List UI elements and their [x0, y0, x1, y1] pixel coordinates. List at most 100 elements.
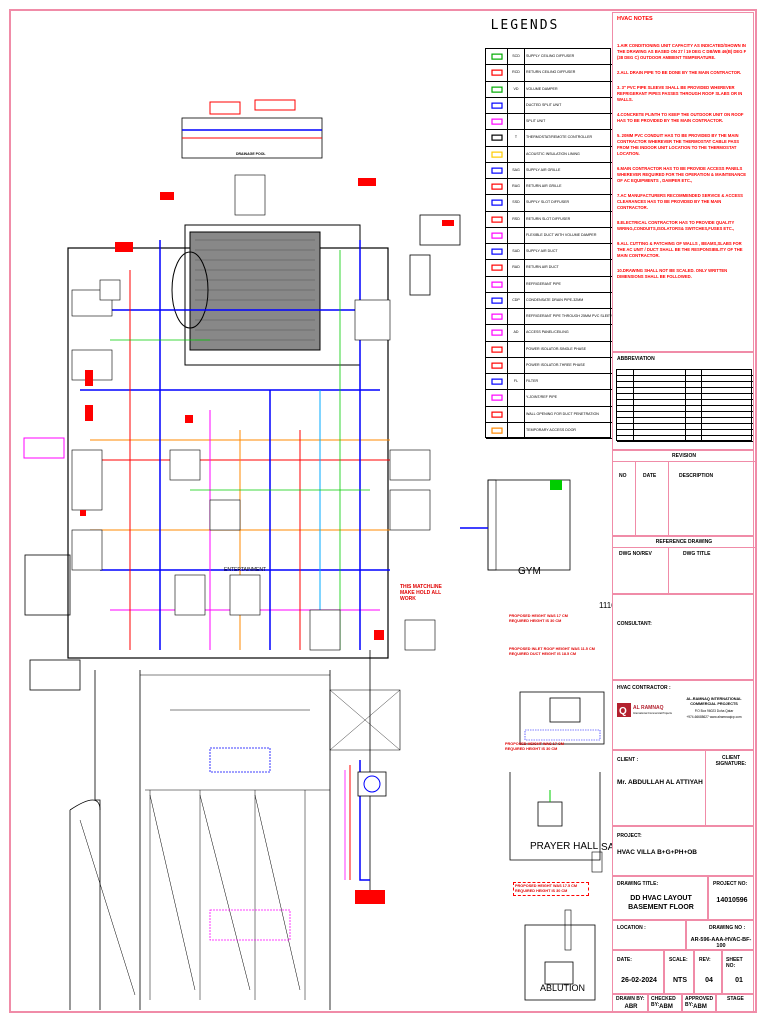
abbreviation-row — [617, 412, 753, 418]
contractor-label: HVAC CONTRACTOR : — [617, 685, 671, 691]
legend-desc: CONDENSATE DRAIN PIPE-32MM — [526, 297, 584, 302]
drawing-no-value: AR-596-AAA-HVAC-BF-100 — [690, 937, 752, 949]
alramnaq-logo-icon: Q — [617, 703, 631, 717]
legend-item: ACOUSTIC INSULATION LINING — [486, 146, 612, 163]
matchline-note: THIS MATCHLINE MAKE HOLD ALL WORK — [400, 584, 442, 602]
reference-dwg-no-header: DWG NO/REV — [619, 551, 652, 557]
legend-code — [508, 390, 525, 406]
return-diffuser-icon — [486, 65, 508, 81]
legend-code — [508, 341, 525, 357]
legend-item: SPLIT UNIT — [486, 114, 612, 131]
project-label: PROJECT: — [617, 833, 642, 839]
notes-panel: HVAC NOTES 1.AIR CONDITIONING UNIT CAPAC… — [612, 12, 754, 352]
legend-desc: REFRIGERANT PIPE — [526, 281, 561, 286]
thermostat-icon — [486, 130, 508, 146]
revision-description-header: DESCRIPTION — [679, 473, 714, 479]
abbreviation-table — [616, 369, 753, 442]
rev-label: REV: — [699, 957, 711, 963]
date-panel: DATE: 26-02-2024 — [612, 950, 664, 994]
legend-desc: RETURN AIR GRILLE — [526, 184, 562, 188]
flex-duct-icon — [486, 227, 508, 243]
legend-code: FL — [508, 374, 525, 390]
contractor-logo-text: AL RAMNAQ — [633, 705, 664, 711]
consultant-panel: CONSULTANT: — [612, 594, 754, 680]
reference-title: REFERENCE DRAWING — [655, 539, 713, 545]
proposed-height-note-3: PROPOSED HEIGHT WAS 17 CM REQUIRED HEIGH… — [505, 742, 564, 751]
drawn-by-label: DRAWN BY: — [616, 996, 645, 1002]
revision-panel: REVISION NO DATE DESCRIPTION — [612, 450, 755, 537]
consultant-label: CONSULTANT: — [617, 621, 652, 627]
legend-item: POWER ISOLATOR-SINGLE PHASE — [486, 341, 612, 358]
legend-item: REFRIGERANT PIPE — [486, 276, 612, 293]
return-grille-icon — [486, 179, 508, 195]
client-label: CLIENT : — [617, 757, 639, 763]
checked-by-panel: CHECKED BY: ABM — [648, 994, 682, 1012]
note-item: 10.DRAWING SHALL NOT BE SCALED. ONLY WRI… — [617, 268, 728, 279]
project-no-panel: PROJECT NO: 14010596 — [708, 876, 754, 920]
abbreviation-row — [617, 406, 753, 412]
revision-date-header: DATE — [643, 473, 657, 479]
sheet-ref-label: 1116 — [599, 601, 616, 610]
return-slot-icon — [486, 211, 508, 227]
legend-desc: SUPPLY SLOT DIFFUSER — [526, 200, 570, 205]
volume-damper-icon — [486, 81, 508, 97]
note-item: 8.ELECTRICAL CONTRACTOR HAS TO PROVIDE Q… — [617, 220, 735, 231]
approved-by-label: APPROVED BY: — [685, 996, 714, 1008]
abbreviation-panel: ABBREVIATION — [612, 352, 754, 450]
abbreviation-row — [617, 382, 753, 388]
return-duct-icon — [486, 260, 508, 276]
scale-value: NTS — [673, 977, 687, 984]
legend-desc: VOLUME DAMPER — [526, 86, 558, 91]
rev-value: 04 — [705, 977, 713, 984]
drawn-by-value: ABR — [624, 1004, 638, 1010]
legend-desc: FILTER — [526, 379, 539, 383]
approved-by-value: ABM — [693, 1004, 707, 1010]
scale-label: SCALE: — [669, 957, 688, 963]
legend-desc: ACOUSTIC INSULATION LINING — [526, 151, 580, 156]
legend-code: T — [508, 130, 525, 146]
abbreviation-row — [617, 436, 753, 442]
legend-desc: SUPPLY AIR DUCT — [526, 249, 558, 253]
legend-desc: ACCESS PANEL/CEILING — [526, 330, 569, 335]
sa-label: SA — [601, 842, 615, 853]
legend-code — [508, 227, 525, 243]
legend-code: RCD — [508, 65, 525, 81]
legend-code: SCD — [508, 49, 525, 65]
contractor-company: AL-RAMNAQ INTERNATIONAL COMMERCIAL PROJE… — [686, 697, 742, 706]
supply-slot-icon — [486, 195, 508, 211]
abbreviation-row — [617, 418, 753, 424]
client-signature-label: CLIENT SIGNATURE: — [715, 755, 747, 767]
drawing-title-label: DRAWING TITLE: — [617, 881, 659, 887]
drawing-title-line2: BASEMENT FLOOR — [628, 904, 694, 911]
drawing-no-label: DRAWING NO : — [709, 925, 746, 931]
y-joint-icon — [486, 390, 508, 406]
legend-code: AD — [508, 325, 525, 341]
revision-title: REVISION — [672, 453, 696, 459]
client-panel: CLIENT : Mr. ABDULLAH AL ATTIYAH CLIENT … — [612, 750, 754, 827]
split-unit-icon — [486, 114, 508, 130]
gym-label: GYM — [518, 566, 541, 577]
date-label: DATE: — [617, 957, 632, 963]
contractor-panel: HVAC CONTRACTOR : Q AL RAMNAQ Internatio… — [612, 680, 754, 750]
checked-by-label: CHECKED BY: — [651, 996, 676, 1008]
legend-code — [508, 309, 525, 325]
contractor-logo-sub: International Commercial Projects — [633, 712, 672, 715]
abbreviation-row — [617, 376, 753, 382]
abbreviation-row — [617, 430, 753, 436]
legend-desc: SUPPLY AIR GRILLE — [526, 167, 561, 172]
contractor-address: P.O Box 96023 Doha Qatar — [694, 709, 734, 713]
note-item: 6.MAIN CONTRACTOR HAS TO BE PROVIDE ACCE… — [617, 166, 747, 183]
project-no-label: PROJECT NO: — [713, 881, 748, 887]
floor-plan — [23, 99, 605, 1010]
client-name: Mr. ABDULLAH AL ATTIYAH — [617, 779, 703, 786]
legend-code — [508, 114, 525, 130]
legend-desc: SUPPLY CEILING DIFFUSER — [526, 54, 575, 58]
